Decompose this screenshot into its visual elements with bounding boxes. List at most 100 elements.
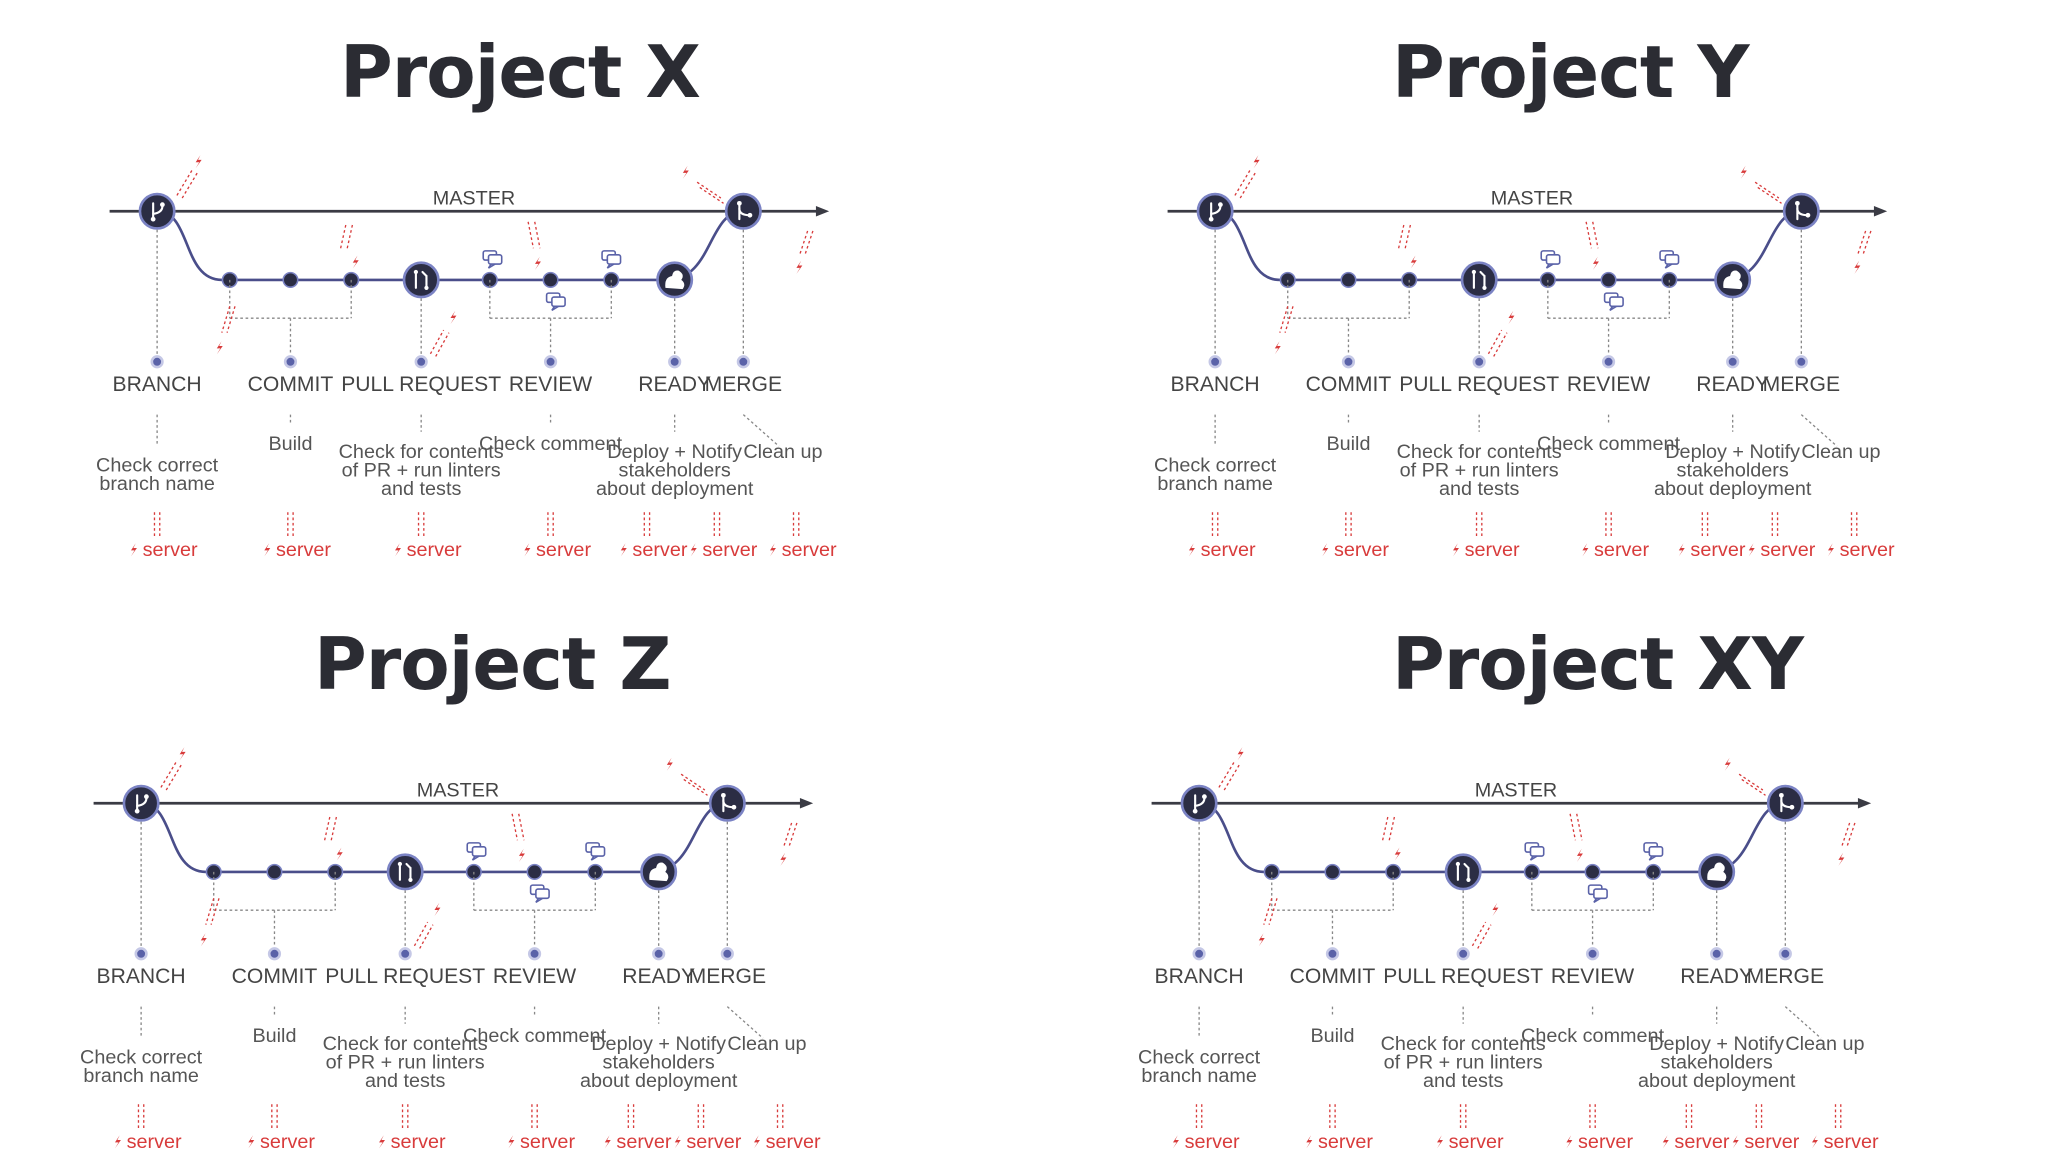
commit-dot [542, 271, 559, 288]
lightning-icon [1410, 255, 1417, 269]
lightning-icon [1838, 852, 1845, 866]
lightning-icon [666, 757, 673, 771]
lightning-icon [1748, 543, 1755, 557]
stage-label-merge: MERGE [689, 965, 766, 988]
stage-marker-review [527, 947, 542, 961]
lightning-icon [753, 1135, 760, 1149]
stage-marker-branch [134, 947, 148, 961]
lightning-icon [690, 543, 697, 557]
lightning-icon [1854, 260, 1861, 274]
lightning-icon [1172, 1135, 1179, 1149]
stage-label-review: REVIEW [1551, 965, 1634, 988]
stage-marker-branch [1208, 355, 1222, 369]
commit-dot [282, 271, 299, 288]
stage-marker-ready [1726, 355, 1740, 369]
server-label: server [1334, 539, 1389, 561]
stage-marker-review [543, 355, 558, 369]
lightning-icon [200, 933, 207, 947]
stage-desc-ready: stakeholders [619, 460, 731, 482]
comment-icon [1540, 250, 1561, 269]
server-label: server [1201, 539, 1256, 561]
arrow-head [1857, 797, 1872, 809]
stage-desc-pull-request: and tests [1439, 478, 1519, 500]
server-label: server [536, 539, 591, 561]
lightning-icon [1592, 256, 1599, 270]
stage-desc-branch: branch name [99, 473, 215, 495]
git-branch-icon [1180, 784, 1218, 822]
stage-desc-pull-request: of PR + run linters [1384, 1052, 1543, 1074]
lightning-icon [434, 902, 441, 917]
stage-label-pull-request: PULL REQUEST [1383, 965, 1543, 988]
server-label: server [766, 1131, 821, 1153]
git-merge-icon [708, 784, 746, 822]
lightning-icon [1678, 543, 1685, 557]
server-label: server [391, 1131, 446, 1153]
stage-desc-ready: about deployment [1654, 478, 1812, 500]
stage-desc-ready: stakeholders [603, 1052, 715, 1074]
server-label: server [1690, 539, 1745, 561]
stage-label-branch: BRANCH [113, 373, 202, 396]
lightning-icon [195, 155, 202, 169]
stage-marker-review [1601, 355, 1616, 369]
stage-desc-merge: Clean up [1785, 1033, 1864, 1055]
lightning-icon [1274, 341, 1281, 355]
server-label: server [686, 1131, 741, 1153]
server-label: server [1185, 1131, 1240, 1153]
server-label: server [260, 1131, 315, 1153]
stage-marker-merge [1778, 947, 1792, 961]
stage-desc-pull-request: Check for contents [1397, 441, 1562, 463]
git-merge-icon [724, 192, 762, 230]
lightning-icon [1576, 848, 1583, 862]
git-merge-icon [1782, 192, 1820, 230]
comment-icon [1659, 250, 1680, 269]
lightning-icon [682, 165, 689, 179]
server-label: server [1744, 1131, 1799, 1153]
stage-label-ready: READY [622, 965, 695, 988]
stage-desc-pull-request: Check for contents [323, 1033, 488, 1055]
stage-marker-commit [283, 355, 298, 369]
git-merge-icon [1766, 784, 1804, 822]
lightning-icon [1394, 847, 1401, 861]
stage-marker-branch [150, 355, 164, 369]
comment-icon [601, 250, 622, 269]
server-label: server [1578, 1131, 1633, 1153]
stage-desc-pull-request: and tests [381, 478, 461, 500]
server-label: server [407, 539, 462, 561]
stage-marker-pull-request [1472, 355, 1486, 369]
stage-desc-review: Check comment [1521, 1025, 1665, 1047]
stage-desc-review: Check comment [463, 1025, 607, 1047]
stage-marker-commit [267, 947, 282, 961]
lightning-icon [674, 1135, 681, 1149]
stage-desc-review: Check comment [479, 433, 623, 455]
lightning-icon [1322, 543, 1329, 557]
comment-icon [585, 842, 606, 861]
comment-icon [482, 250, 503, 269]
lightning-icon [1306, 1135, 1313, 1149]
feature-branch-line [1198, 801, 1786, 874]
stage-marker-review [1585, 947, 1600, 961]
lightning-icon [216, 341, 223, 355]
server-label: server [1674, 1131, 1729, 1153]
stage-marker-pull-request [414, 355, 428, 369]
lightning-icon [1724, 757, 1731, 771]
lightning-icon [620, 543, 627, 557]
stage-desc-branch: branch name [1157, 473, 1273, 495]
stage-desc-commit: Build [252, 1025, 296, 1047]
panel-title: Project Z [314, 622, 672, 706]
stage-marker-merge [1794, 355, 1808, 369]
stage-label-commit: COMMIT [232, 965, 318, 988]
server-label: server [1318, 1131, 1373, 1153]
lightning-icon [1566, 1135, 1573, 1149]
pull-request-icon [1460, 261, 1498, 299]
lightning-icon [450, 310, 457, 325]
stage-label-branch: BRANCH [1155, 965, 1244, 988]
server-label: server [1594, 539, 1649, 561]
stage-desc-merge: Clean up [1801, 441, 1880, 463]
stage-marker-commit [1325, 947, 1340, 961]
lightning-icon [1453, 543, 1459, 557]
server-label: server [782, 539, 837, 561]
